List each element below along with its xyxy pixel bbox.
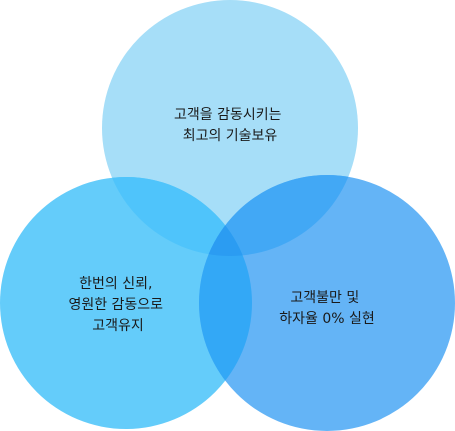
left-circle-label-line: 영원한 감동으로 <box>68 297 163 313</box>
overlap-top-right <box>199 175 358 256</box>
left-circle-label-line: 한번의 신뢰, <box>79 276 152 292</box>
top-circle-label-line: 고객을 감동시키는 <box>174 107 282 123</box>
right-circle-label-line: 고객불만 및 <box>290 290 359 306</box>
right-circle-label: 고객불만 및 하자율 0% 실현 <box>279 290 375 327</box>
top-circle-label: 고객을 감동시키는 최고의 기술보유 <box>174 107 286 144</box>
left-circle-label: 한번의 신뢰, 영원한 감동으로 고객유지 <box>68 276 167 334</box>
left-circle-label-line: 고객유지 <box>92 318 144 334</box>
overlap-top-left <box>102 177 252 256</box>
right-circle-label-line: 하자율 0% 실현 <box>279 311 375 327</box>
top-circle-label-line: 최고의 기술보유 <box>183 128 278 144</box>
